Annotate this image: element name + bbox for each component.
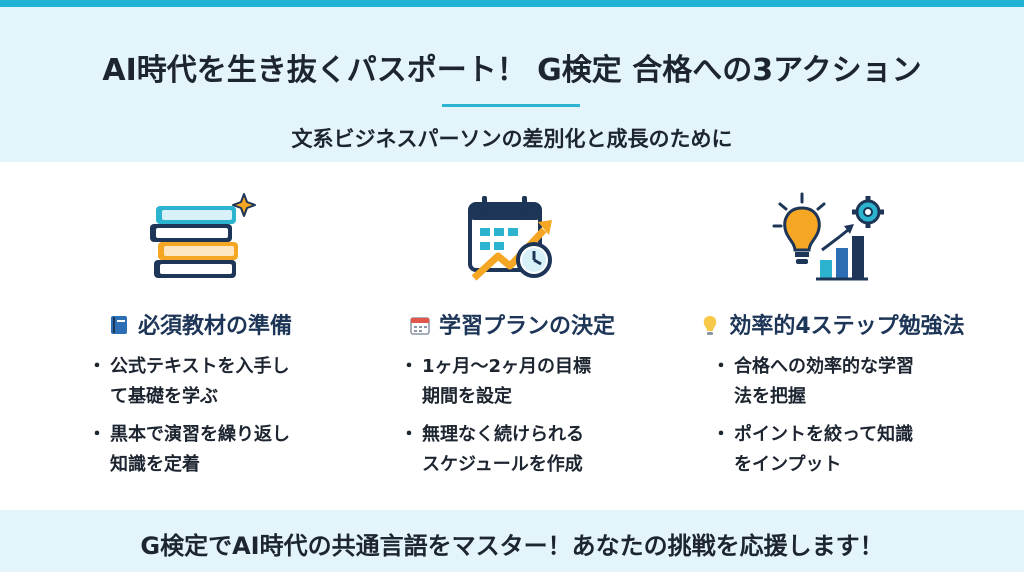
list-item: ・1ヶ月〜2ヶ月の目標 期間を設定 [400, 356, 592, 407]
footer-banner: G検定でAI時代の共通言語をマスター！あなたの挑戦を応援します！ [0, 510, 1024, 572]
list-item: ・黒本で演習を繰り返し 知識を定着 [88, 424, 290, 475]
calendar-growth-icon [362, 190, 662, 290]
card-title: 学習プランの決定 [362, 308, 662, 340]
title-underline [442, 104, 580, 107]
page-title: AI時代を生き抜くパスポート！ G検定 合格への3アクション [102, 53, 922, 88]
list-item: ・ポイントを絞って知識 をインプット [712, 424, 914, 475]
bullet-list: ・合格への効率的な学習 法を把握 ・ポイントを絞って知識 をインプット [712, 352, 914, 488]
list-item: ・合格への効率的な学習 法を把握 [712, 356, 914, 407]
header: AI時代を生き抜くパスポート！ G検定 合格への3アクション 文系ビジネスパーソ… [0, 7, 1024, 162]
card-study-method: 効率的4ステップ勉強法 ・合格への効率的な学習 法を把握 ・ポイントを絞って知識… [682, 190, 982, 500]
page-subtitle: 文系ビジネスパーソンの差別化と成長のために [291, 127, 733, 151]
card-title-text: 学習プランの決定 [438, 314, 615, 339]
card-study-plan: 学習プランの決定 ・1ヶ月〜2ヶ月の目標 期間を設定 ・無理なく続けられる スケ… [362, 190, 662, 500]
book-icon [110, 316, 127, 334]
list-item: ・無理なく続けられる スケジュールを作成 [400, 424, 584, 475]
card-materials: 必須教材の準備 ・公式テキストを入手し て基礎を学ぶ ・黒本で演習を繰り返し 知… [50, 190, 350, 500]
lightbulb-icon [704, 316, 717, 335]
bullet-list: ・1ヶ月〜2ヶ月の目標 期間を設定 ・無理なく続けられる スケジュールを作成 [400, 352, 591, 488]
lightbulb-gear-chart-icon [682, 190, 982, 290]
books-sparkle-icon [50, 190, 350, 290]
top-stripe [0, 0, 1024, 7]
footer-message: G検定でAI時代の共通言語をマスター！あなたの挑戦を応援します！ [140, 532, 884, 560]
list-item: ・公式テキストを入手し て基礎を学ぶ [88, 356, 290, 407]
bullet-list: ・公式テキストを入手し て基礎を学ぶ ・黒本で演習を繰り返し 知識を定着 [88, 352, 290, 488]
card-title-text: 効率的4ステップ勉強法 [729, 314, 965, 339]
card-title-text: 必須教材の準備 [137, 314, 292, 339]
card-title: 効率的4ステップ勉強法 [682, 308, 982, 340]
calendar-icon [410, 317, 430, 335]
card-title: 必須教材の準備 [50, 308, 350, 340]
